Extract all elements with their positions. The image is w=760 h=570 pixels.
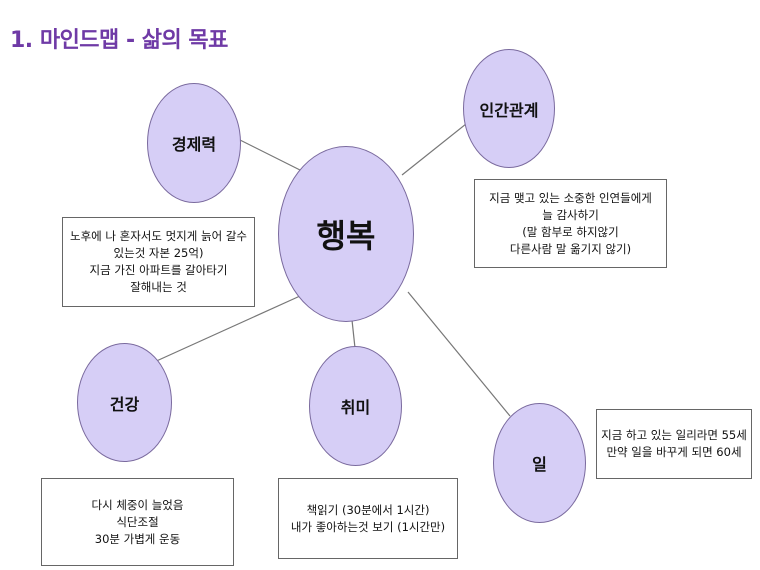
note-work-line-1: 지금 하고 있는 일리라면 55세 bbox=[601, 428, 747, 442]
note-work: 지금 하고 있는 일리라면 55세 만약 일을 바꾸게 되면 60세 bbox=[596, 409, 752, 479]
node-relations-label: 인간관계 bbox=[479, 100, 539, 120]
connector-health bbox=[140, 295, 301, 369]
note-hobby-line-2: 내가 좋아하는것 보기 (1시간만) bbox=[290, 519, 446, 534]
note-relations-line-2: 늘 감사하기 bbox=[542, 207, 599, 222]
note-economy-line-3: 지금 가진 아파트를 갈아타기 bbox=[89, 263, 228, 277]
node-center-label: 행복 bbox=[316, 217, 376, 255]
node-economy-label: 경제력 bbox=[171, 135, 217, 154]
node-economy[interactable]: 경제력 bbox=[147, 83, 241, 203]
connector-relations bbox=[401, 115, 477, 176]
note-health: 다시 체중이 늘었음 식단조절 30분 가볍게 운동 bbox=[41, 478, 234, 566]
note-hobby-line-1: 책읽기 (30분에서 1시간) bbox=[306, 502, 430, 517]
note-health-line-2: 식단조절 bbox=[116, 514, 159, 529]
node-relations[interactable]: 인간관계 bbox=[463, 49, 555, 168]
note-economy-line-2: 있는것 자본 25억) bbox=[113, 246, 204, 260]
node-work-label: 일 bbox=[532, 455, 547, 474]
node-center-happiness[interactable]: 행복 bbox=[278, 146, 414, 322]
note-relations-line-1: 지금 맺고 있는 소중한 인연들에게 bbox=[489, 190, 652, 205]
note-economy: 노후에 나 혼자서도 멋지게 늙어 갈수 있는것 자본 25억) 지금 가진 아… bbox=[62, 217, 255, 307]
node-health-label: 건강 bbox=[109, 394, 140, 414]
node-work[interactable]: 일 bbox=[493, 403, 586, 523]
page-title: 1. 마인드맵 - 삶의 목표 bbox=[10, 28, 228, 53]
note-economy-line-4: 잘해내는 것 bbox=[130, 280, 187, 294]
note-hobby: 책읽기 (30분에서 1시간) 내가 좋아하는것 보기 (1시간만) bbox=[278, 478, 458, 559]
note-health-line-1: 다시 체중이 늘었음 bbox=[91, 497, 184, 512]
note-relations-line-4: 다른사람 말 옮기지 않기) bbox=[509, 241, 632, 256]
connector-work bbox=[407, 291, 511, 417]
node-health[interactable]: 건강 bbox=[77, 343, 172, 462]
node-hobby[interactable]: 취미 bbox=[309, 346, 402, 466]
note-work-line-2: 만약 일을 바꾸게 되면 60세 bbox=[606, 445, 742, 459]
note-economy-line-1: 노후에 나 혼자서도 멋지게 늙어 갈수 bbox=[70, 229, 247, 243]
connector-economy bbox=[233, 136, 301, 171]
note-health-line-3: 30분 가볍게 운동 bbox=[94, 531, 181, 546]
note-relations-line-3: (말 함부로 하지않기 bbox=[522, 224, 619, 239]
note-relations: 지금 맺고 있는 소중한 인연들에게 늘 감사하기 (말 함부로 하지않기 다른… bbox=[474, 179, 667, 268]
connector-hobby bbox=[351, 319, 356, 349]
node-hobby-label: 취미 bbox=[340, 398, 371, 417]
